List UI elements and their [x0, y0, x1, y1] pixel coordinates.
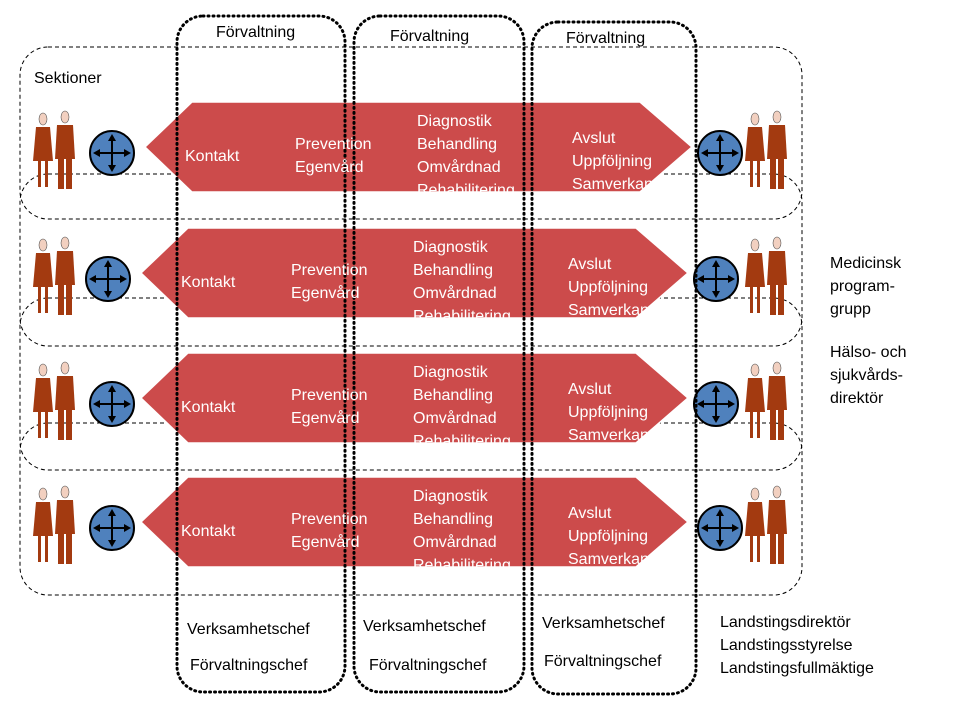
- people-icon: [33, 236, 75, 315]
- people-icon: [745, 485, 787, 564]
- four-way-arrow-icon: [697, 505, 743, 551]
- sections-label: Sektioner: [34, 70, 102, 87]
- people-icon: [33, 485, 75, 564]
- administration-frame: [175, 14, 347, 694]
- people-icon: [745, 361, 787, 440]
- four-way-arrow-icon: [697, 130, 743, 176]
- contact-label: Kontakt: [181, 274, 236, 291]
- four-way-arrow-icon: [693, 381, 739, 427]
- section-frame: [19, 46, 803, 220]
- department-head-label: Verksamhetschef: [187, 621, 310, 638]
- administration-frame: [530, 20, 698, 696]
- four-way-arrow-icon: [693, 256, 739, 302]
- care-process-arrow: [139, 476, 690, 568]
- column-header: Förvaltning: [566, 30, 646, 47]
- care-process-arrow: [143, 101, 694, 193]
- contact-label: Kontakt: [181, 523, 236, 540]
- administration-head-label: Förvaltningschef: [369, 657, 487, 674]
- administration-frame: [352, 14, 526, 694]
- four-way-arrow-icon: [89, 130, 135, 176]
- care-process-arrow: [139, 227, 690, 319]
- people-icon: [33, 110, 75, 189]
- column-header: Förvaltning: [216, 24, 296, 41]
- administration-head-label: Förvaltningschef: [544, 653, 662, 670]
- care-process-arrow: [139, 352, 690, 444]
- four-way-arrow-icon: [85, 256, 131, 302]
- column-header: Förvaltning: [390, 28, 470, 45]
- contact-label: Kontakt: [185, 148, 240, 165]
- department-head-label: Verksamhetschef: [542, 615, 665, 632]
- section-frame: [19, 173, 803, 347]
- four-way-arrow-icon: [89, 381, 135, 427]
- people-icon: [745, 236, 787, 315]
- administration-head-label: Förvaltningschef: [190, 657, 308, 674]
- contact-label: Kontakt: [181, 399, 236, 416]
- people-icon: [745, 110, 787, 189]
- department-head-label: Verksamhetschef: [363, 618, 486, 635]
- section-frame: [19, 297, 803, 471]
- people-icon: [33, 361, 75, 440]
- four-way-arrow-icon: [89, 505, 135, 551]
- section-frame: [19, 422, 803, 596]
